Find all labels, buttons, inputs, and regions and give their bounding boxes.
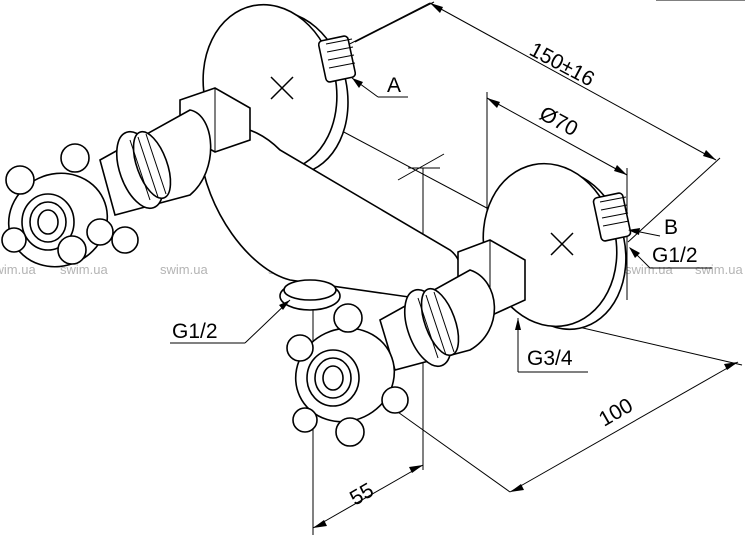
marker-label-b: B (664, 216, 678, 239)
watermark: swim.ua (695, 262, 743, 277)
left-cross-handle[interactable] (0, 143, 139, 283)
dimension-label-100: 100 (595, 394, 637, 431)
right-cross-handle[interactable] (280, 303, 410, 447)
thread-label-inlet: G3/4 (527, 347, 573, 370)
leader-lines (170, 77, 712, 373)
watermark: swim.ua (60, 262, 108, 277)
left-valve-body (99, 87, 251, 216)
marker-label-a: A (387, 74, 401, 97)
dimension-line-150 (429, 2, 717, 161)
dimension-line-70 (486, 97, 628, 176)
dimension-line-100 (509, 361, 739, 493)
dimension-label-150: 150±16 (526, 38, 599, 91)
watermark: swim.ua (160, 262, 208, 277)
watermark: swim.ua (625, 262, 673, 277)
dimension-label-70: Ø70 (536, 102, 582, 141)
dimension-line-55 (312, 464, 424, 529)
right-valve-body (379, 239, 526, 371)
watermark: swim.ua (0, 262, 36, 277)
thread-label-right: G1/2 (652, 244, 698, 267)
thread-label-bottom: G1/2 (172, 320, 218, 343)
dimension-label-55: 55 (346, 479, 378, 511)
